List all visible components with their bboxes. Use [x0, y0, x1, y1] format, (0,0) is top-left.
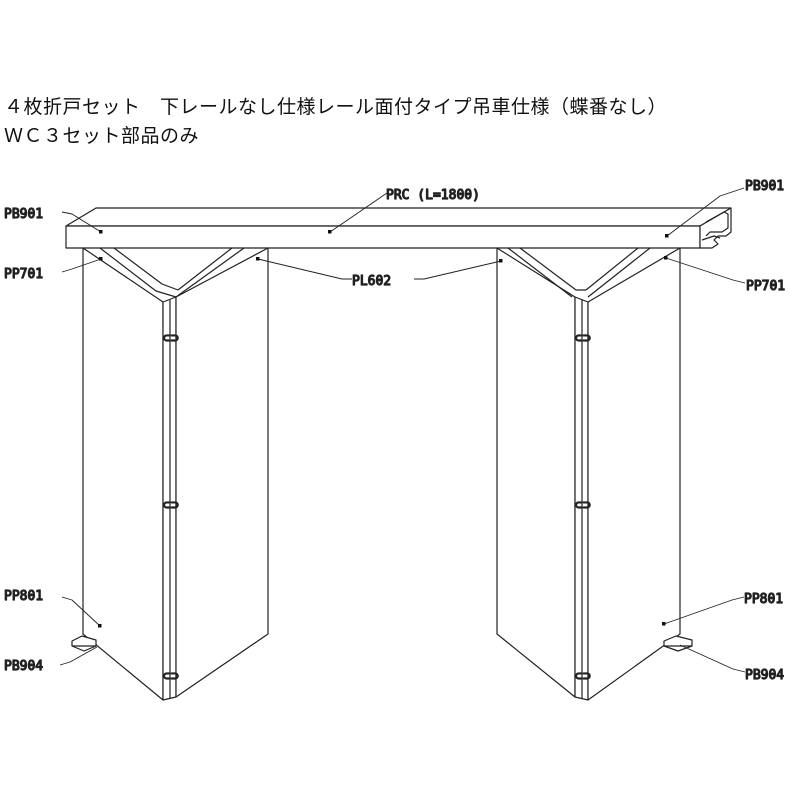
right-door-set: ⊂⊃ ⊂⊃ ⊂⊃: [496, 247, 693, 701]
label-pb904-right: PB904: [745, 668, 784, 683]
hinge-mark: ⊂⊃: [575, 669, 591, 684]
hinge-mark: ⊂⊃: [575, 331, 591, 346]
hinge-mark: ⊂⊃: [163, 331, 179, 346]
hinge-mark: ⊂⊃: [163, 498, 179, 513]
hinge-mark: ⊂⊃: [163, 669, 179, 684]
point-markers: [98, 230, 669, 628]
label-pp801-right: PP801: [744, 592, 783, 607]
label-pb901-right: PB901: [745, 179, 784, 194]
label-pb901-left: PB901: [4, 207, 43, 222]
leader-lines: [59, 187, 746, 673]
hinge-mark: ⊂⊃: [575, 498, 591, 513]
label-pp701-left: PP701: [4, 267, 43, 282]
label-pp701-right: PP701: [746, 279, 785, 294]
rail: [65, 207, 732, 249]
title-line-1: ４枚折戸セット 下レールなし仕様レール面付タイプ吊車仕様（蝶番なし）: [4, 96, 668, 118]
part-labels: PB901 PRC (L=1800) PB901 PP701 PL602 PP7…: [3, 178, 785, 683]
label-prc: PRC (L=1800): [386, 188, 480, 203]
left-door-set: ⊂⊃ ⊂⊃ ⊂⊃: [71, 247, 269, 701]
label-pb904-left: PB904: [4, 659, 43, 674]
title-line-2: ＷＣ３セット部品のみ: [4, 125, 200, 147]
label-pl602: PL602: [352, 274, 391, 289]
label-pp801-left: PP801: [4, 589, 43, 604]
